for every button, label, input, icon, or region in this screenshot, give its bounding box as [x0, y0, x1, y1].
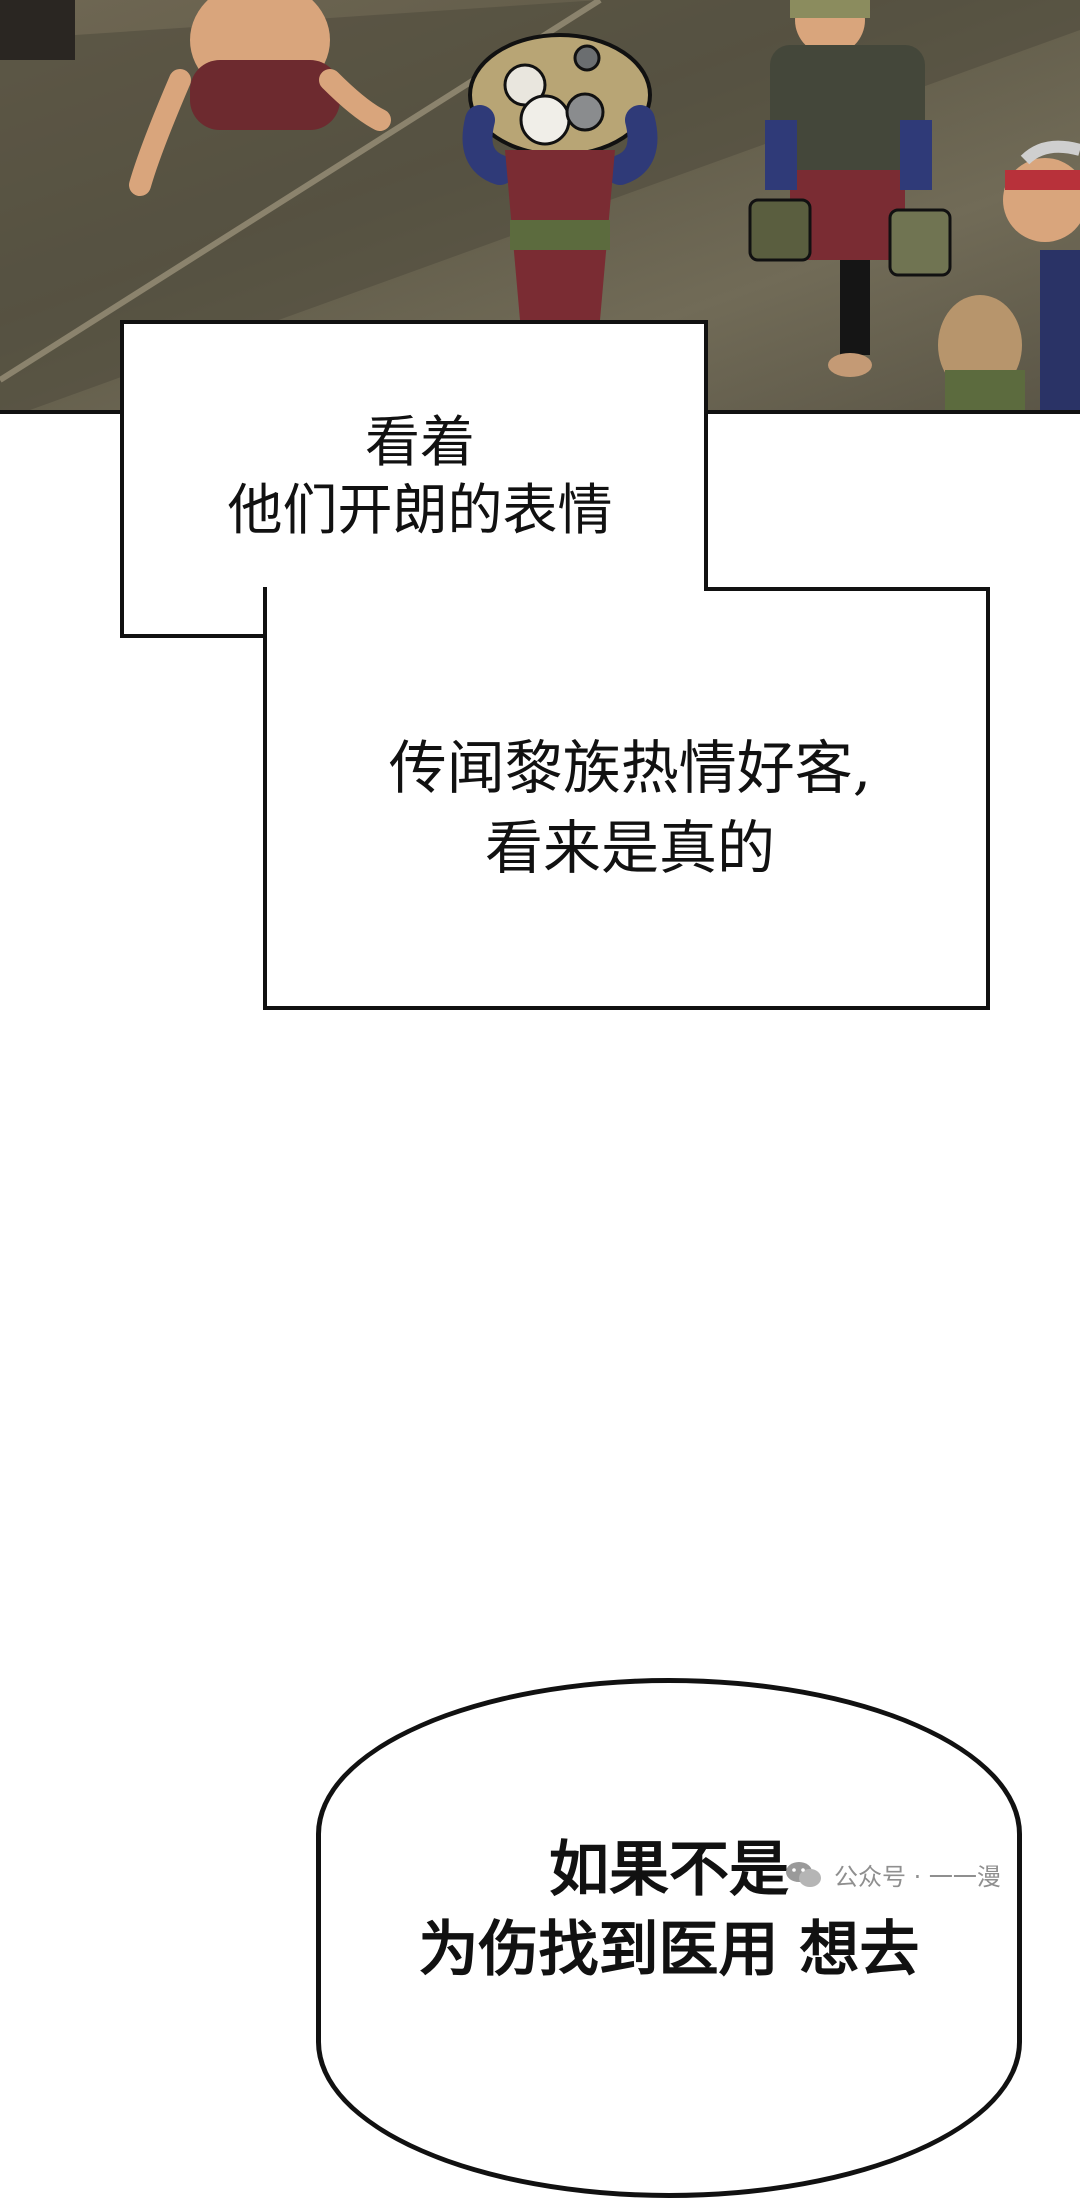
speech-bubble-text: 如果不是 为伤找到医用 想去 [316, 1830, 1022, 1990]
caption-2-line-2: 看来是真的 [484, 814, 775, 882]
speech-bubble-line-1: 如果不是 [549, 1835, 789, 1905]
caption-1-text: 看着 他们开朗的表情 [150, 408, 690, 544]
watermark: 公众号 · 一一漫 [784, 1857, 1001, 1892]
comic-panel-scene [0, 0, 1080, 414]
scene-illustration [0, 0, 1080, 410]
caption-box-2-top-edge [704, 587, 990, 591]
watermark-text: 公众号 · 一一漫 [834, 1863, 1001, 1891]
caption-box-join [267, 580, 704, 642]
caption-2-line-1: 传闻黎族热情好客, [388, 734, 872, 802]
caption-box-2 [263, 587, 990, 1010]
wechat-icon [784, 1860, 824, 1890]
caption-2-text: 传闻黎族热情好客, 看来是真的 [330, 728, 930, 888]
speech-bubble-line-2: 为伤找到医用 想去 [418, 1915, 920, 1985]
caption-1-line-2: 他们开朗的表情 [227, 478, 613, 542]
caption-1-line-1: 看着 [364, 410, 475, 474]
